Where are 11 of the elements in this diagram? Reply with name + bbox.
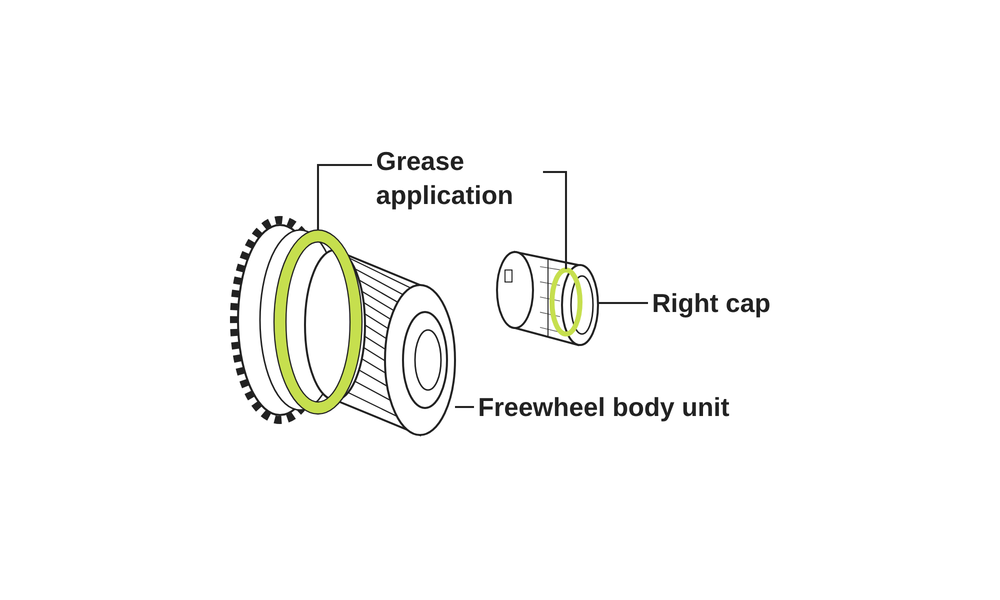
leader-line [598, 302, 648, 304]
callout-label: Grease application [376, 144, 541, 212]
part-label: Right cap [652, 286, 812, 320]
leader-line [317, 164, 372, 230]
grease-ring [550, 268, 582, 336]
grease-ring [273, 229, 363, 415]
right-cap-drawing [496, 250, 599, 346]
freewheel-drawing [230, 216, 456, 436]
part-label: Freewheel body unit [478, 390, 778, 424]
leader-line [455, 406, 474, 408]
leader-line [543, 171, 567, 269]
